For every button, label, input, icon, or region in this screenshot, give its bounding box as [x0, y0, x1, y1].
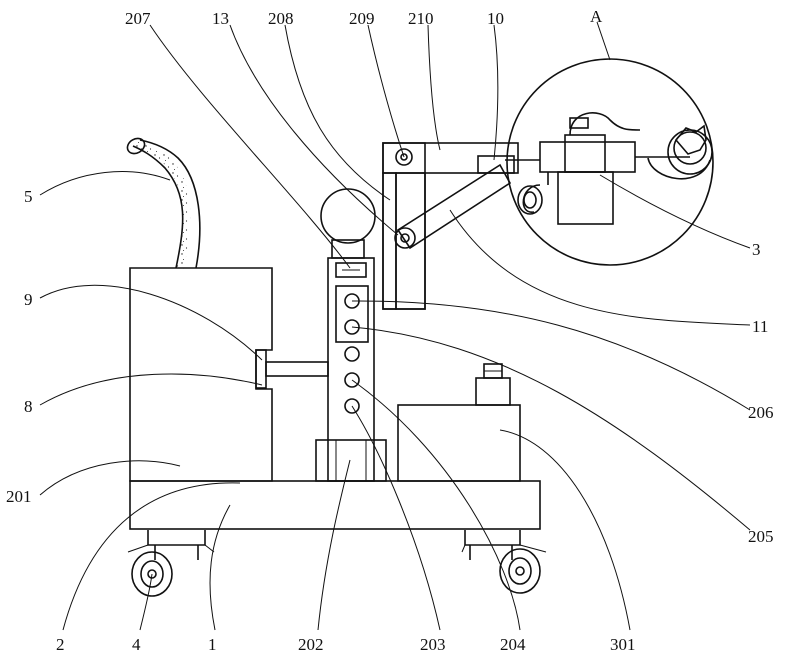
right-caster-wheel	[462, 530, 546, 593]
hose	[125, 135, 200, 268]
label-A: A	[590, 7, 603, 26]
label-10: 10	[487, 9, 504, 28]
label-9: 9	[24, 290, 33, 309]
ball-joint	[321, 189, 375, 243]
leader-lines	[40, 22, 750, 630]
column-base	[316, 440, 386, 481]
label-5: 5	[24, 187, 33, 206]
label-208: 208	[268, 9, 294, 28]
label-204: 204	[500, 635, 526, 654]
label-8: 8	[24, 397, 33, 416]
label-11: 11	[752, 317, 768, 336]
label-202: 202	[298, 635, 324, 654]
label-3: 3	[752, 240, 761, 259]
label-301: 301	[610, 635, 636, 654]
label-207: 207	[125, 9, 151, 28]
telescopic-arm	[395, 165, 510, 248]
connecting-pipe	[256, 350, 328, 388]
label-201: 201	[6, 487, 32, 506]
column-holes	[345, 294, 359, 413]
label-203: 203	[420, 635, 446, 654]
label-205: 205	[748, 527, 774, 546]
left-caster-wheel	[128, 530, 214, 596]
label-210: 210	[408, 9, 434, 28]
label-13: 13	[212, 9, 229, 28]
lifting-column	[328, 258, 374, 481]
detail-circle-a	[505, 59, 713, 265]
motor-box	[398, 364, 520, 481]
label-206: 206	[748, 403, 774, 422]
label-1: 1	[208, 635, 217, 654]
label-209: 209	[349, 9, 375, 28]
label-2: 2	[56, 635, 65, 654]
label-4: 4	[132, 635, 141, 654]
slot-block	[478, 156, 514, 173]
